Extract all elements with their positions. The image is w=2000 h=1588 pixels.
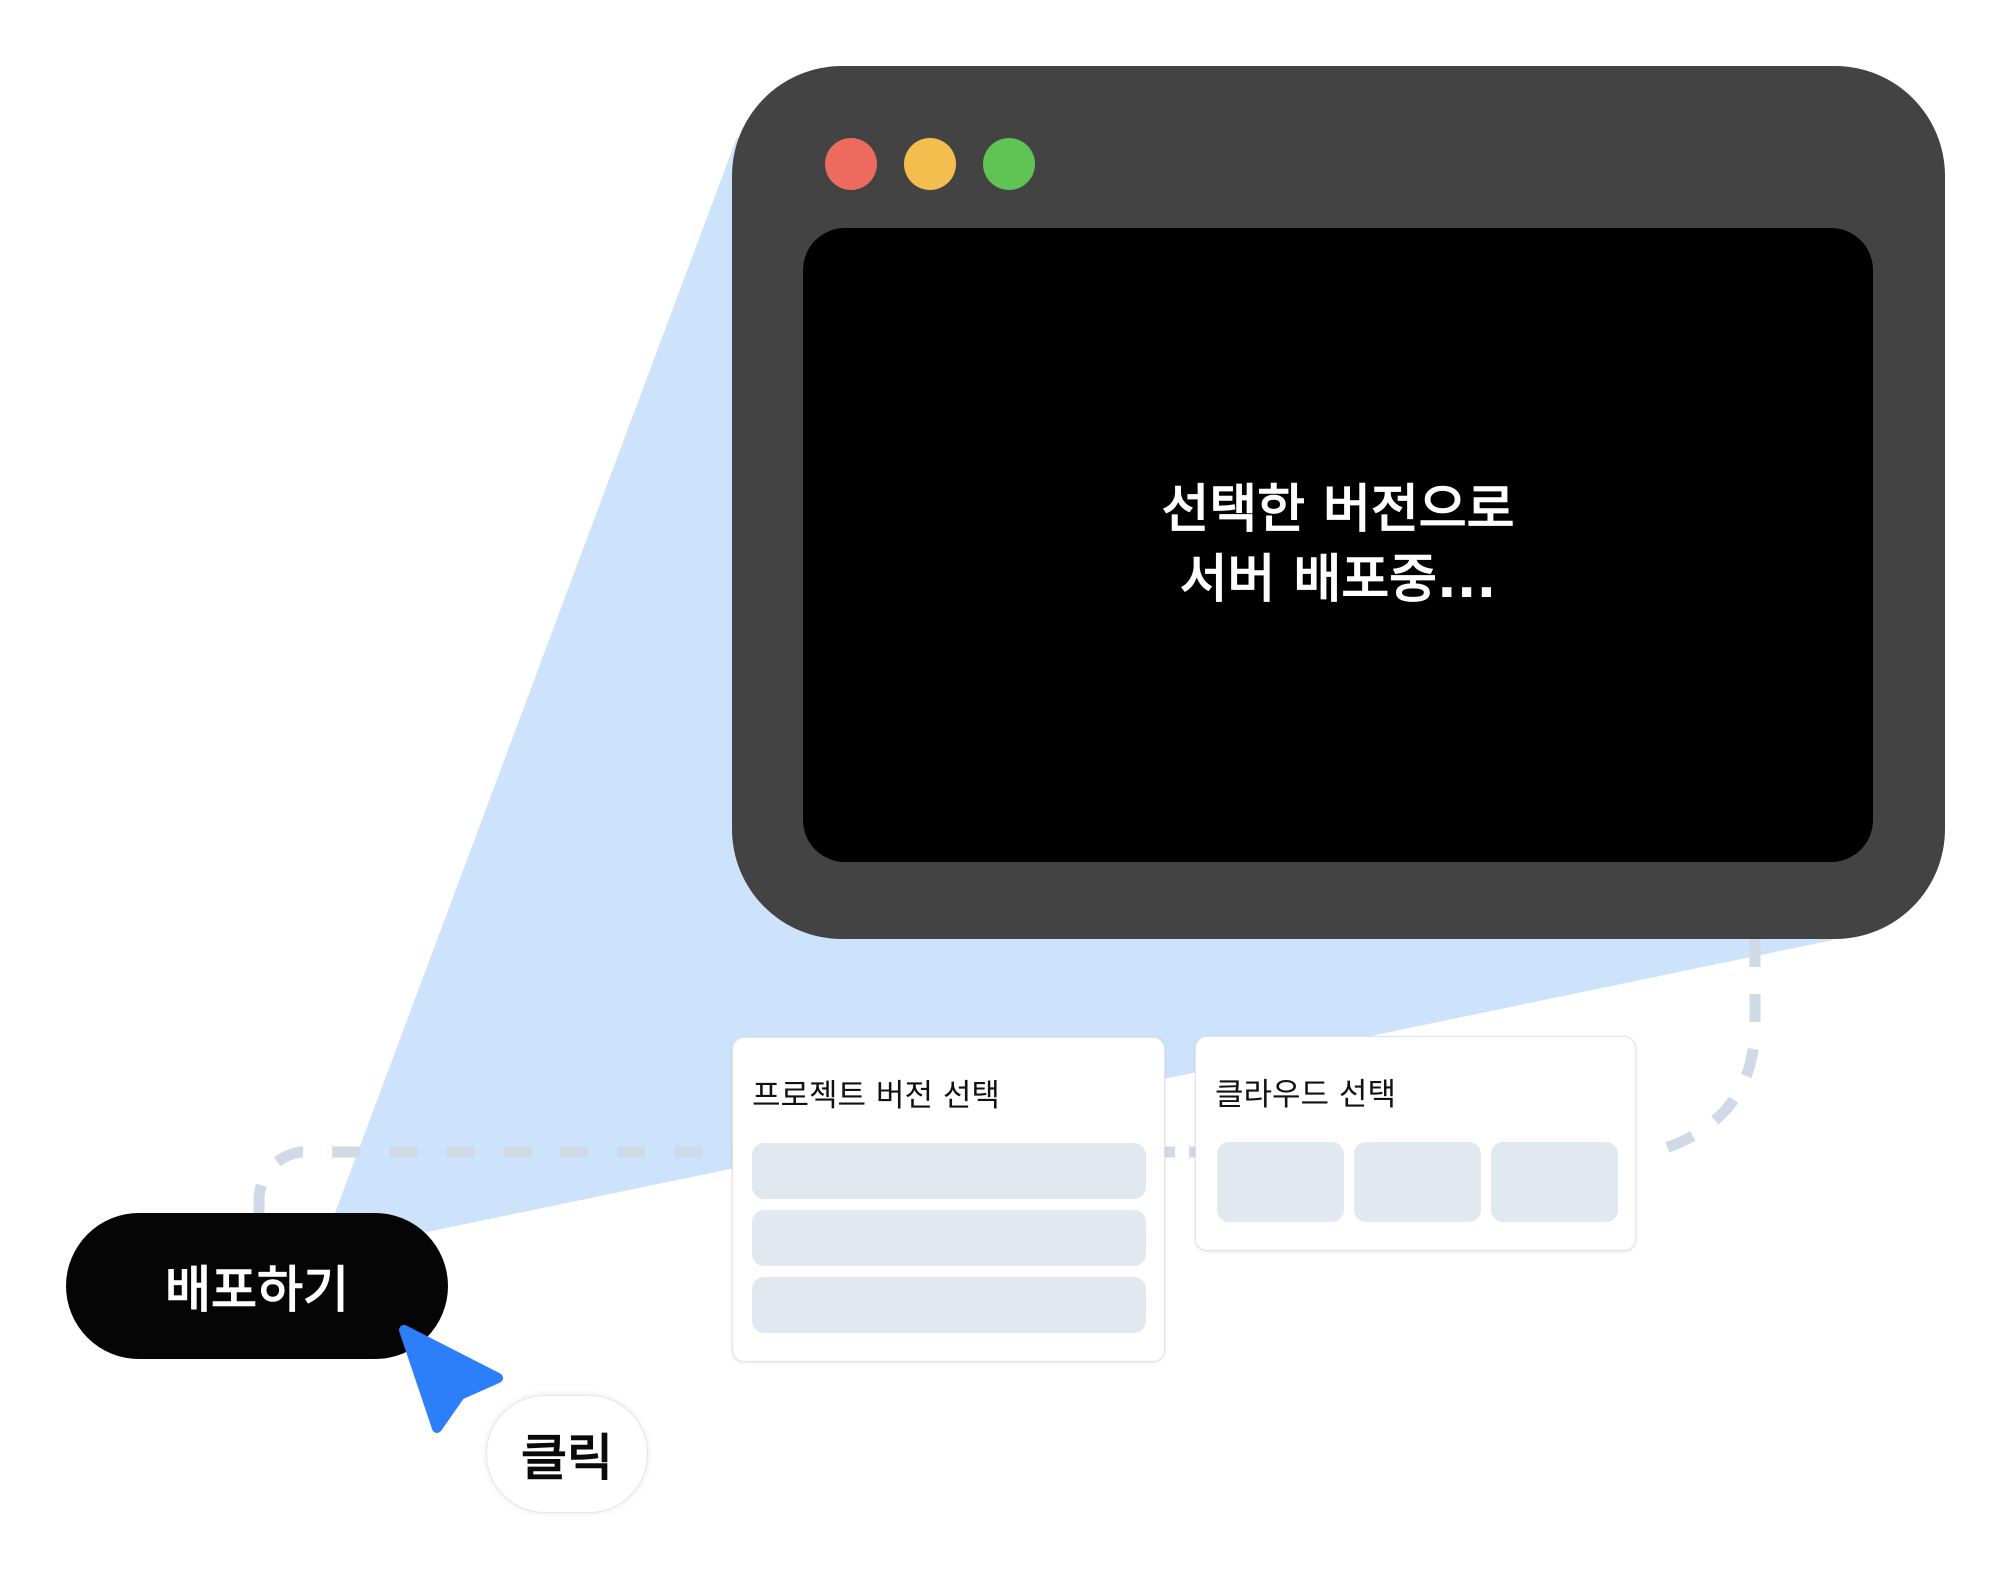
deploy-button[interactable]: 배포하기 [66, 1213, 448, 1359]
version-option-3[interactable] [752, 1277, 1146, 1333]
minimize-dot-icon[interactable] [904, 138, 956, 190]
click-label: 클릭 [521, 1429, 613, 1487]
cloud-option-2[interactable] [1354, 1142, 1481, 1222]
browser-window: 선택한 버전으로 서버 배포중... [732, 66, 1945, 939]
card-title: 프로젝트 버전 선택 [752, 1078, 1000, 1114]
cloud-select-card: 클라우드 선택 [1195, 1036, 1636, 1251]
click-label-bubble: 클릭 [486, 1395, 648, 1513]
version-option-1[interactable] [752, 1143, 1146, 1199]
card-title: 클라우드 선택 [1215, 1077, 1396, 1113]
maximize-dot-icon[interactable] [983, 138, 1035, 190]
dashed-connector-right [1658, 939, 1761, 1156]
window-screen: 선택한 버전으로 서버 배포중... [803, 228, 1873, 862]
version-option-2[interactable] [752, 1210, 1146, 1266]
close-dot-icon[interactable] [825, 138, 877, 190]
cloud-option-1[interactable] [1217, 1142, 1344, 1222]
status-line-2: 서버 배포중... [1179, 550, 1497, 610]
deploy-button-label: 배포하기 [165, 1261, 349, 1319]
cloud-option-3[interactable] [1491, 1142, 1618, 1222]
project-version-card: 프로젝트 버전 선택 [732, 1037, 1165, 1362]
status-line-1: 선택한 버전으로 [1161, 480, 1515, 540]
dashed-connector-left [253, 1146, 740, 1213]
